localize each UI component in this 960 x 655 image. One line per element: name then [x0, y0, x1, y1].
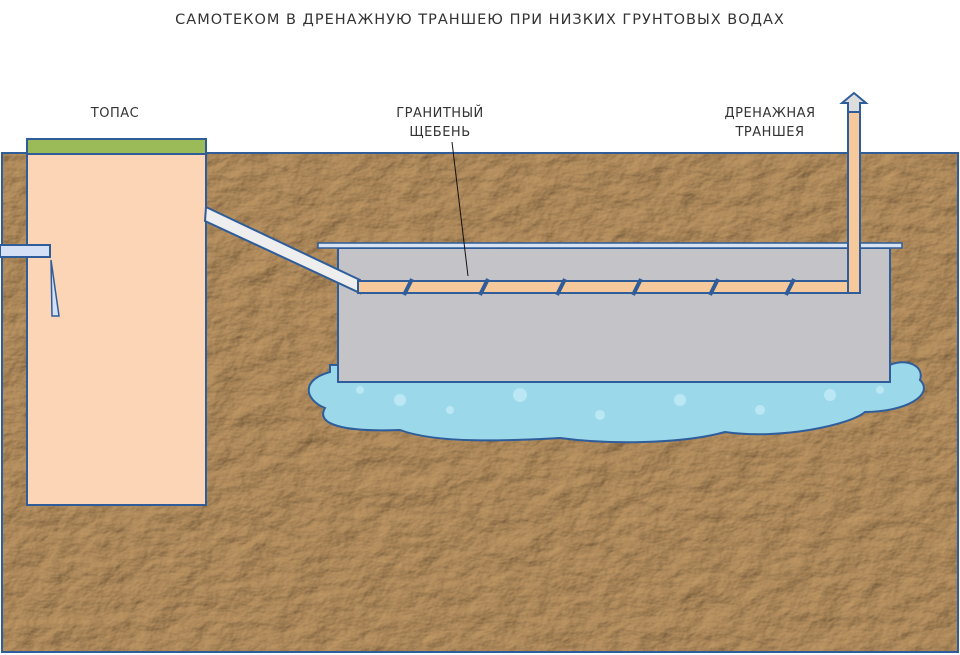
- gravel-texture: [339, 249, 889, 381]
- topas-tank: [26, 153, 207, 506]
- inlet-flow: [50, 259, 60, 317]
- tank-label: ТОПАС: [90, 106, 140, 121]
- trench-label-line2: ТРАНШЕЯ: [735, 125, 805, 140]
- perforated-pipe: [357, 280, 857, 294]
- vent-arrow-icon: [839, 91, 869, 113]
- gravel-label-line2: ЩЕБЕНЬ: [409, 125, 471, 140]
- diagram-title: САМОТЕКОМ В ДРЕНАЖНУЮ ТРАНШЕЮ ПРИ НИЗКИХ…: [175, 12, 785, 28]
- gravel-label: ГРАНИТНЫЙ ЩЕБЕНЬ: [370, 104, 510, 142]
- inlet-pipe: [0, 244, 51, 258]
- geotextile-cover: [317, 242, 903, 249]
- vent-pipe: [847, 111, 861, 294]
- gravel-label-line1: ГРАНИТНЫЙ: [396, 106, 484, 121]
- trench-label: ДРЕНАЖНАЯ ТРАНШЕЯ: [710, 104, 830, 142]
- gravel-leader-line: [451, 141, 469, 277]
- pipe-perforations: [402, 278, 796, 296]
- trench-label-line1: ДРЕНАЖНАЯ: [724, 106, 816, 121]
- tank-lid: [26, 138, 207, 155]
- water-bubbles: [356, 386, 884, 420]
